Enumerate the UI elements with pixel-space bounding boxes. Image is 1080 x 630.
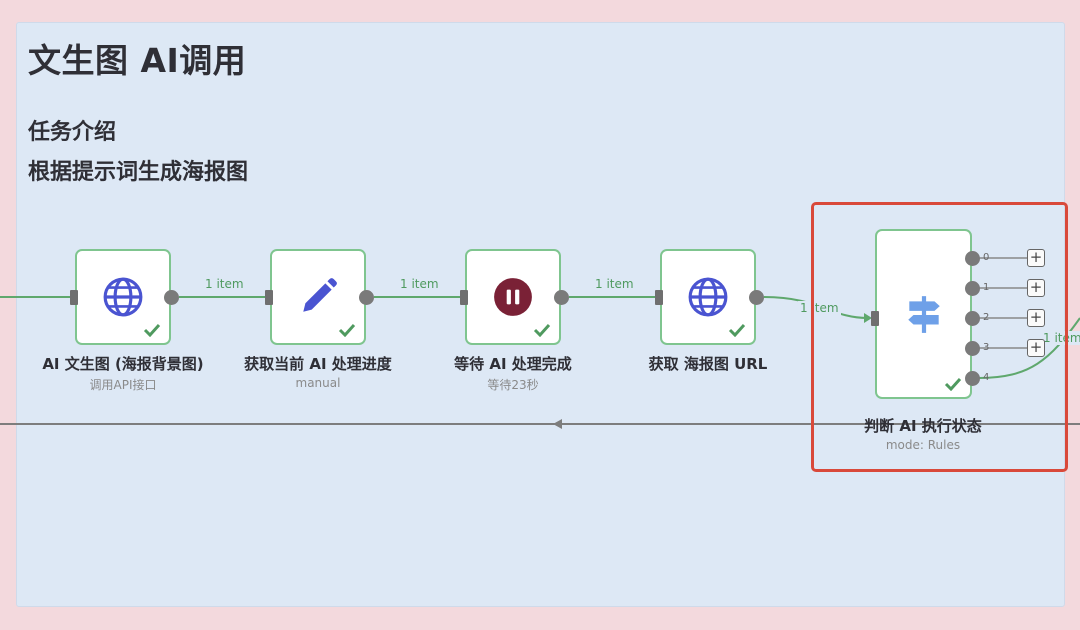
workflow-node-get-poster-url[interactable]	[660, 249, 756, 345]
output-port[interactable]	[554, 290, 569, 305]
workflow-node-ai-text-to-image[interactable]	[75, 249, 171, 345]
node-sublabel: mode: Rules	[885, 438, 961, 452]
globe-icon	[688, 277, 728, 317]
output-number: 0	[983, 252, 990, 263]
input-port[interactable]	[460, 290, 468, 305]
output-port-3[interactable]	[965, 341, 980, 356]
note-subtitle-task: 任务介绍	[28, 120, 117, 145]
connection-label: 1 item	[798, 301, 841, 315]
input-port[interactable]	[871, 311, 879, 326]
success-check-icon	[338, 323, 356, 337]
globe-icon	[103, 277, 143, 317]
connection-label: 1 item	[593, 277, 636, 291]
output-port[interactable]	[749, 290, 764, 305]
output-port-4[interactable]	[965, 371, 980, 386]
success-check-icon	[944, 377, 962, 391]
success-check-icon	[533, 323, 551, 337]
input-port[interactable]	[655, 290, 663, 305]
add-node-plus-icon[interactable]: +	[1027, 249, 1045, 267]
add-node-plus-icon[interactable]: +	[1027, 309, 1045, 327]
node-sublabel: manual	[295, 376, 341, 390]
success-check-icon	[143, 323, 161, 337]
connection-label: 1 item	[203, 277, 246, 291]
output-port-1[interactable]	[965, 281, 980, 296]
workflow-node-get-progress[interactable]	[270, 249, 366, 345]
highlight-box	[811, 202, 1068, 472]
connection-loop-arrow	[553, 419, 562, 429]
node-label: 判断 AI 执行状态	[864, 417, 982, 435]
input-port[interactable]	[70, 290, 78, 305]
output-port[interactable]	[359, 290, 374, 305]
node-sublabel: 调用API接口	[89, 378, 157, 392]
node-label: 获取当前 AI 处理进度	[244, 355, 392, 373]
connection-label: 1 item	[398, 277, 441, 291]
output-port-0[interactable]	[965, 251, 980, 266]
note-subtitle-description: 根据提示词生成海报图	[28, 160, 249, 185]
note-title: 文生图 AI调用	[28, 41, 247, 80]
node-label: AI 文生图 (海报背景图)	[42, 355, 204, 373]
output-number: 3	[983, 342, 990, 353]
output-port[interactable]	[164, 290, 179, 305]
output-number: 2	[983, 312, 990, 323]
output-number: 4	[983, 372, 990, 383]
node-label: 等待 AI 处理完成	[454, 355, 572, 373]
pencil-icon	[303, 278, 337, 312]
input-port[interactable]	[265, 290, 273, 305]
connection-label-partial: 1 item	[1043, 331, 1080, 345]
success-check-icon	[728, 323, 746, 337]
connection-arrow	[864, 313, 872, 323]
node-sublabel: 等待23秒	[487, 378, 539, 392]
add-node-plus-icon[interactable]: +	[1027, 279, 1045, 297]
output-number: 1	[983, 282, 990, 293]
output-port-2[interactable]	[965, 311, 980, 326]
pause-icon	[494, 278, 532, 316]
add-node-plus-icon[interactable]: +	[1027, 339, 1045, 357]
workflow-node-wait[interactable]	[465, 249, 561, 345]
signpost-icon	[907, 296, 940, 333]
node-label: 获取 海报图 URL	[648, 355, 768, 373]
